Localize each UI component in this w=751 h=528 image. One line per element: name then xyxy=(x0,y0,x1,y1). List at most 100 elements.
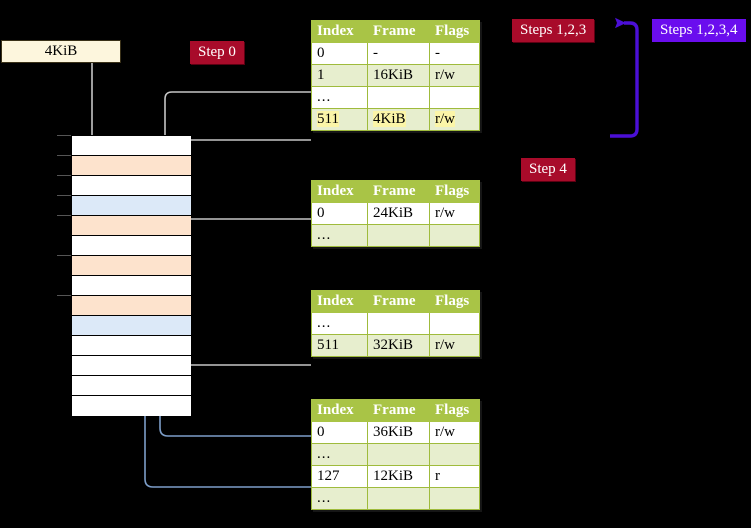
table-cell-flags: r xyxy=(429,465,480,488)
table-cell-frame xyxy=(367,312,430,335)
table-cell-index: 0 xyxy=(311,421,368,444)
table-header-frame: Frame xyxy=(367,399,430,422)
table-cell-flags: r/w xyxy=(429,108,480,131)
badge-step-4: Step 4 xyxy=(521,158,575,181)
memory-tick xyxy=(57,155,71,156)
table-cell-flags xyxy=(429,312,480,335)
badge-step-4-label: Step 4 xyxy=(529,161,567,177)
table-cell-frame: 24KiB xyxy=(367,202,430,225)
memory-tick xyxy=(57,255,71,256)
memory-frame-row xyxy=(72,216,191,236)
table-cell-flags xyxy=(429,86,480,109)
table-header-index: Index xyxy=(311,20,368,43)
table-cell-frame: - xyxy=(367,42,430,65)
table-cell-index: 0 xyxy=(311,42,368,65)
table-cell-index: ... xyxy=(311,443,368,466)
memory-frame-row xyxy=(72,136,191,156)
table-cell-index: ... xyxy=(311,487,368,510)
memory-tick xyxy=(57,195,71,196)
wire-table1-frame xyxy=(175,139,311,169)
memory-frame-row xyxy=(72,256,191,276)
badge-steps-1234: Steps 1,2,3,4 xyxy=(652,19,746,42)
wire-table2-frame xyxy=(175,218,311,248)
table-header-flags: Flags xyxy=(429,180,480,203)
table-header-flags: Flags xyxy=(429,290,480,313)
table-header-flags: Flags xyxy=(429,399,480,422)
memory-tick xyxy=(57,135,71,136)
table-header-frame: Frame xyxy=(367,180,430,203)
table-cell-frame: 32KiB xyxy=(367,334,430,357)
table-row: ... xyxy=(311,86,480,109)
table-cell-frame xyxy=(367,86,430,109)
memory-frame-row xyxy=(72,276,191,296)
table-cell-frame: 16KiB xyxy=(367,64,430,87)
memory-tick xyxy=(57,295,71,296)
table-header-index: Index xyxy=(311,180,368,203)
memory-frame-row xyxy=(72,236,191,256)
table-cell-frame: 36KiB xyxy=(367,421,430,444)
badge-steps-123: Steps 1,2,3 xyxy=(512,19,595,42)
table-cell-frame xyxy=(367,443,430,466)
badge-steps-1234-label: Steps 1,2,3,4 xyxy=(660,22,738,38)
table-row: ... xyxy=(311,443,480,466)
table-cell-frame xyxy=(367,487,430,510)
table-header-frame: Frame xyxy=(367,20,430,43)
table-row: ... xyxy=(311,487,480,510)
table-cell-flags: - xyxy=(429,42,480,65)
table-cell-flags: r/w xyxy=(429,202,480,225)
memory-frame-row xyxy=(72,316,191,336)
memory-frame-row xyxy=(72,336,191,356)
table-header-frame: Frame xyxy=(367,290,430,313)
badge-steps-123-label: Steps 1,2,3 xyxy=(520,22,587,38)
wire-table3-frame xyxy=(175,321,311,366)
table-row: ... xyxy=(311,312,480,335)
table-header-index: Index xyxy=(311,290,368,313)
table-cell-index: 127 xyxy=(311,465,368,488)
size-box-4kib: 4KiB xyxy=(1,40,121,63)
table-header-flags: Flags xyxy=(429,20,480,43)
physical-memory-column xyxy=(71,135,191,416)
table-cell-flags: r/w xyxy=(429,421,480,444)
memory-frame-row xyxy=(72,196,191,216)
memory-tick xyxy=(57,215,71,216)
badge-step-0-label: Step 0 xyxy=(198,44,236,60)
memory-frame-row xyxy=(72,296,191,316)
memory-frame-row xyxy=(72,356,191,376)
table-cell-index: 511 xyxy=(311,108,368,131)
table-cell-index: 1 xyxy=(311,64,368,87)
table-cell-flags: r/w xyxy=(429,334,480,357)
table-cell-flags xyxy=(429,224,480,247)
table-cell-flags xyxy=(429,487,480,510)
table-cell-frame: 12KiB xyxy=(367,465,430,488)
table-row: ... xyxy=(311,224,480,247)
table-row: 0-- xyxy=(311,42,480,65)
memory-frame-row xyxy=(72,376,191,396)
table-cell-index: ... xyxy=(311,224,368,247)
table-cell-index: ... xyxy=(311,86,368,109)
badge-step-0: Step 0 xyxy=(190,41,244,64)
table-cell-frame xyxy=(367,224,430,247)
wire-steps-1234-bracket xyxy=(610,17,639,138)
table-cell-flags: r/w xyxy=(429,64,480,87)
table-cell-index: 511 xyxy=(311,334,368,357)
memory-frame-row xyxy=(72,176,191,196)
table-cell-flags xyxy=(429,443,480,466)
table-cell-index: 0 xyxy=(311,202,368,225)
memory-tick xyxy=(57,175,71,176)
memory-frame-row xyxy=(72,396,191,416)
memory-frame-row xyxy=(72,156,191,176)
table-cell-index: ... xyxy=(311,312,368,335)
size-box-label: 4KiB xyxy=(44,43,78,59)
table-header-index: Index xyxy=(311,399,368,422)
table-cell-frame: 4KiB xyxy=(367,108,430,131)
